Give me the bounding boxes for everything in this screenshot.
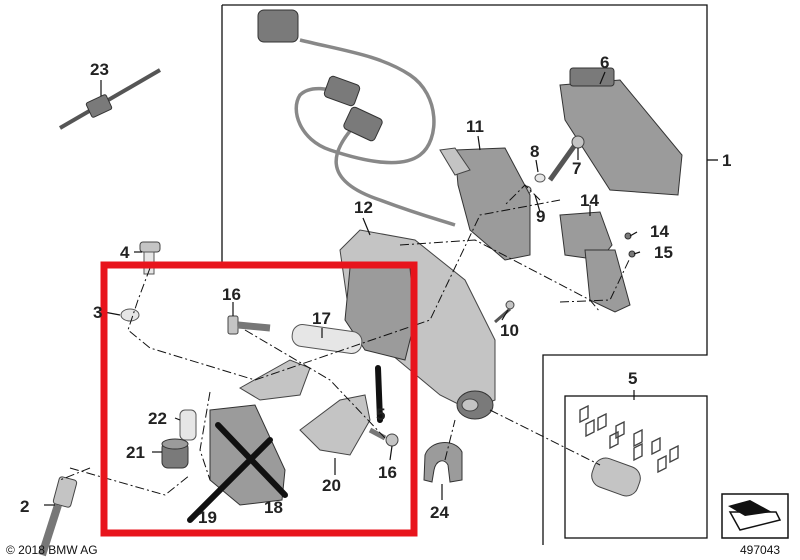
part-label-6: 6: [600, 53, 609, 72]
assembly-frame: [221, 4, 718, 545]
part-label-16b: 16: [378, 463, 397, 482]
spacer-22-part: [179, 409, 197, 441]
part-label-3: 3: [93, 303, 102, 322]
screw-10-part: [494, 300, 515, 324]
screw-16-part: [227, 315, 271, 335]
bracket-20-part: [299, 394, 371, 456]
part-label-24: 24: [430, 503, 449, 522]
part-label-17: 17: [312, 309, 331, 328]
part-label-16a: 16: [222, 285, 241, 304]
wiring-harness: [257, 9, 456, 227]
part-label-18: 18: [264, 498, 283, 517]
bolt-2-part: [38, 476, 78, 557]
part-label-2: 2: [20, 497, 29, 516]
part-label-15: 5: [376, 405, 385, 424]
part-label-21: 21: [126, 443, 145, 462]
direction-symbol: [721, 493, 789, 539]
part-label-20: 20: [322, 476, 341, 495]
part-label-9: 9: [536, 207, 545, 226]
part-label-10: 10: [500, 321, 519, 340]
mounting-plate-part: [559, 67, 683, 196]
holder-11-part: [439, 147, 531, 261]
part-label-7: 7: [572, 159, 581, 178]
part-labels: 23 6 11 8 1 7 9 14 14 15 12 4 3 16 17 10…: [20, 53, 731, 527]
part-label-14a: 14: [650, 222, 669, 241]
diagram-number: 497043: [740, 543, 780, 557]
clip-24-part: [423, 442, 463, 483]
copyright-text: © 2018 BMW AG: [6, 543, 98, 557]
screw-16b-part: [368, 427, 399, 447]
part-label-23: 23: [90, 60, 109, 79]
screws-14-part: [624, 232, 636, 258]
lock-set-part: [579, 404, 679, 497]
bracket-upper-part: [239, 359, 311, 401]
part-label-22: 22: [148, 409, 167, 428]
part-label-14b: 15: [654, 243, 673, 262]
part-label-19: 19: [198, 508, 217, 527]
leader-lines: [44, 71, 641, 506]
bracket-13-part: [559, 211, 631, 313]
part-label-1: 1: [722, 151, 731, 170]
assembly-lines: [59, 184, 631, 496]
cross-mark: [187, 365, 383, 523]
part-label-5: 5: [628, 369, 637, 388]
highlight-box: [100, 261, 418, 537]
part-label-12: 12: [354, 198, 373, 217]
part-label-11: 11: [466, 117, 484, 136]
part-label-13: 14: [580, 191, 599, 210]
screw-7-part: [520, 135, 585, 195]
cable-tie-23-part: [58, 68, 162, 130]
grommet-21-part: [161, 438, 189, 469]
sleeve-17-part: [291, 324, 363, 354]
washer-3-part: [120, 308, 140, 322]
part-label-8: 8: [530, 142, 539, 161]
part-label-4: 4: [120, 243, 130, 262]
